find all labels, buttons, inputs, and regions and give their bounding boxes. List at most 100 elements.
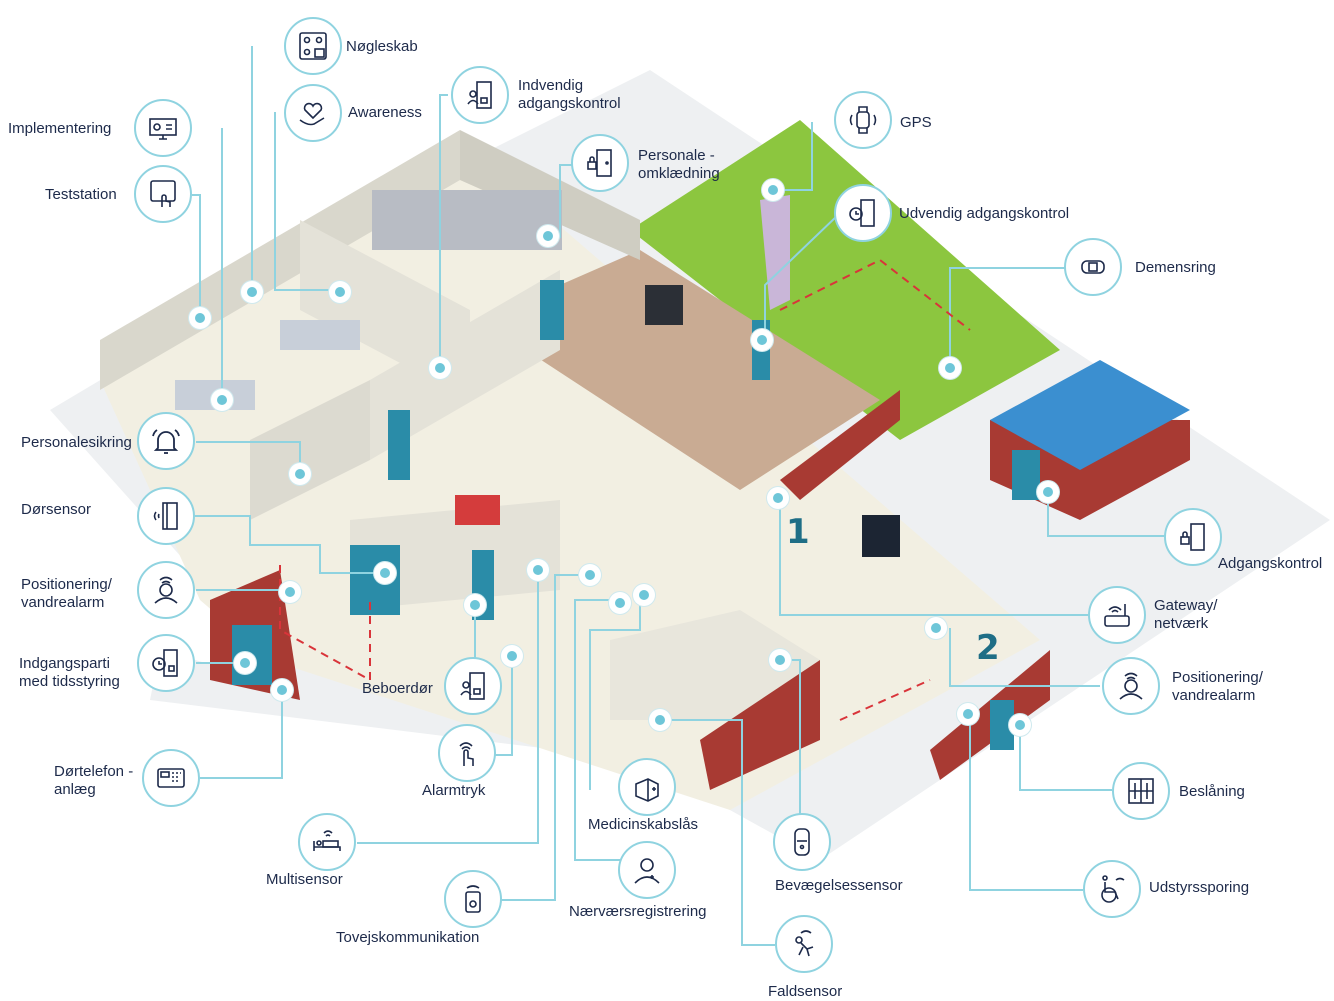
label-line: Dørtelefon - [54,763,134,780]
marker[interactable] [1009,714,1031,736]
label-line: netværk [1154,615,1209,632]
label-medicinskabslaas: Medicinskabslås [588,816,699,833]
bell-icon[interactable] [137,412,195,470]
label-gps: GPS [900,114,932,131]
label-indgangsparti: Indgangsparti med tidsstyring [19,655,120,691]
label-awareness: Awareness [348,104,422,121]
marker[interactable] [957,703,979,725]
window-bars-icon[interactable] [1112,762,1170,820]
label-line: anlæg [54,781,96,798]
two-way-speaker-icon[interactable] [444,870,502,928]
lounge-floor [480,250,880,490]
label-line: Personale - [638,147,715,164]
room-sign-1: 1 [786,512,810,552]
marker[interactable] [329,281,351,303]
door-2 [388,410,410,480]
brick-wall-mid [780,390,900,500]
label-line: Indgangsparti [19,655,110,672]
label-positionering-right: Positionering/ vandrealarm [1172,669,1263,705]
meeting-table-1 [280,320,360,350]
label-personale-omklaedning: Personale - omklædning [638,147,720,183]
label-noegleskab: Nøgleskab [346,38,418,55]
door-lock-icon[interactable] [571,134,629,192]
marker[interactable] [211,389,233,411]
marker[interactable] [751,329,773,351]
door-clock-icon[interactable] [137,634,195,692]
marker[interactable] [189,307,211,329]
tablet-touch-icon[interactable] [134,165,192,223]
label-gateway: Gateway/ netværk [1154,597,1217,633]
label-doertelefon: Dørtelefon - anlæg [54,763,133,799]
marker[interactable] [649,709,671,731]
location-person-icon[interactable] [1102,657,1160,715]
nurse-icon[interactable] [618,841,676,899]
label-line: Positionering/ [1172,669,1263,686]
marker[interactable] [762,179,784,201]
label-multisensor: Multisensor [266,871,343,888]
label-positionering-left: Positionering/ vandrealarm [21,576,112,612]
marker[interactable] [769,649,791,671]
marker[interactable] [579,564,601,586]
label-teststation: Teststation [45,186,117,203]
marker[interactable] [939,357,961,379]
marker[interactable] [271,679,293,701]
wristband-icon[interactable] [1064,238,1122,296]
marker[interactable] [609,592,631,614]
bed-sensor-icon[interactable] [298,813,356,871]
tv-screen [645,285,683,325]
brick-wall-bath [700,660,820,790]
marker[interactable] [279,581,301,603]
door-user-lock-icon[interactable] [444,657,502,715]
marker[interactable] [767,487,789,509]
key-cabinet-icon[interactable] [284,17,342,75]
marker[interactable] [925,617,947,639]
medicine-box-icon[interactable] [618,758,676,816]
marker[interactable] [374,562,396,584]
barn-roof [990,360,1190,470]
door-sensor-icon[interactable] [137,487,195,545]
fall-person-icon[interactable] [775,915,833,973]
marker[interactable] [501,645,523,667]
wall-bath [610,610,820,720]
label-implementering: Implementering [8,120,112,137]
heart-hand-icon[interactable] [284,84,342,142]
computer-gear-icon[interactable] [134,99,192,157]
label-beslaaning: Beslåning [1179,783,1245,800]
door-clock-icon[interactable] [834,184,892,242]
door-lock-icon[interactable] [1164,508,1222,566]
label-personalesikring: Personalesikring [21,434,132,451]
wall-inner-4 [350,500,560,610]
label-udstyrssporing: Udstyrssporing [1149,879,1250,896]
intercom-keypad-icon[interactable] [142,749,200,807]
label-adgangskontrol: Adgangskontrol [1218,555,1323,572]
marker[interactable] [527,559,549,581]
marker[interactable] [1037,481,1059,503]
marker[interactable] [429,357,451,379]
label-faldsensor: Faldsensor [768,983,843,1000]
label-line: vandrealarm [1172,687,1256,704]
room-sign-2: 2 [976,628,1000,668]
wheelchair-icon[interactable] [1083,860,1141,918]
location-person-icon[interactable] [137,561,195,619]
marker[interactable] [633,584,655,606]
smartwatch-icon[interactable] [834,91,892,149]
label-udvendig-adgangskontrol: Udvendig adgangskontrol [899,205,1070,222]
marker[interactable] [241,281,263,303]
wall-inner-2 [370,270,560,460]
server-cabinet [862,515,900,557]
marker[interactable] [234,652,256,674]
finger-press-icon[interactable] [438,724,496,782]
wall-inner-3 [250,380,370,520]
marker[interactable] [289,463,311,485]
motion-sensor-icon[interactable] [773,813,831,871]
marker[interactable] [537,225,559,247]
label-tovejskommunikation: Tovejskommunikation [336,929,480,946]
door-user-lock-icon[interactable] [451,66,509,124]
label-alarmtryk: Alarmtryk [422,782,486,799]
marker[interactable] [464,594,486,616]
label-beboerdoer: Beboerdør [362,680,433,697]
label-line: med tidsstyring [19,673,120,690]
label-line: Gateway/ [1154,597,1218,614]
router-icon[interactable] [1088,586,1146,644]
